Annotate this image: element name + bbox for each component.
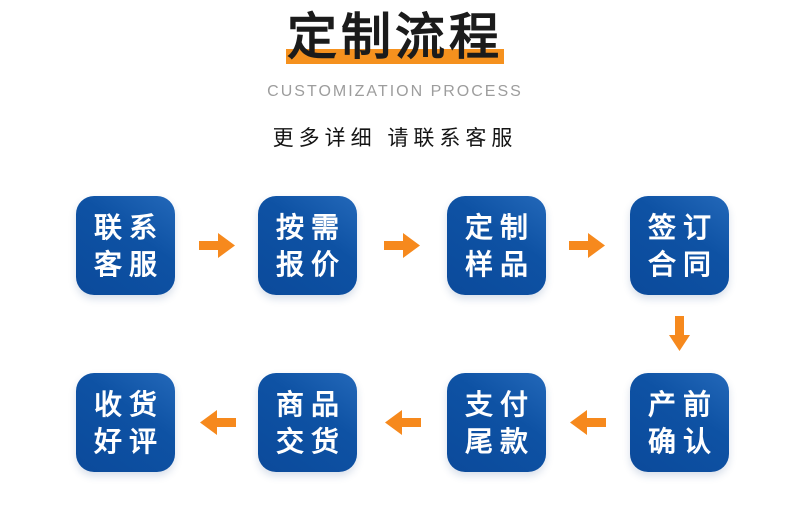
step-label-line: 确认 xyxy=(647,425,718,457)
step-contact-service: 联系 客服 xyxy=(76,196,175,295)
step-label-line: 交货 xyxy=(275,425,346,457)
step-label-line: 签订 xyxy=(647,211,718,243)
step-label-line: 样品 xyxy=(464,248,535,280)
arrow-left-icon xyxy=(200,410,236,435)
title-wrap: 定制流程 xyxy=(283,8,507,66)
step-label-line: 联系 xyxy=(93,211,164,243)
step-label-line: 收货 xyxy=(93,388,164,420)
step-label-line: 尾款 xyxy=(464,425,535,457)
page-title: 定制流程 xyxy=(0,8,790,66)
title-highlight-bar xyxy=(286,49,504,64)
step-label-line: 客服 xyxy=(93,248,164,280)
arrow-right-icon xyxy=(384,233,420,258)
step-label-line: 好评 xyxy=(93,425,164,457)
step-preproduction-confirm: 产前 确认 xyxy=(630,373,729,472)
step-label-line: 商品 xyxy=(275,388,346,420)
arrow-down-icon xyxy=(669,316,690,351)
step-goods-delivery: 商品 交货 xyxy=(258,373,357,472)
step-label-line: 定制 xyxy=(464,211,535,243)
arrow-left-icon xyxy=(570,410,606,435)
step-label-line: 报价 xyxy=(275,248,346,280)
step-label-line: 产前 xyxy=(647,388,718,420)
arrow-right-icon xyxy=(569,233,605,258)
step-label-line: 按需 xyxy=(275,211,346,243)
contact-note: 更多详细 请联系客服 xyxy=(272,127,518,150)
step-quote-on-demand: 按需 报价 xyxy=(258,196,357,295)
arrow-left-icon xyxy=(385,410,421,435)
step-custom-sample: 定制 样品 xyxy=(447,196,546,295)
step-pay-balance: 支付 尾款 xyxy=(447,373,546,472)
step-label-line: 合同 xyxy=(647,248,718,280)
step-receive-review: 收货 好评 xyxy=(76,373,175,472)
step-label-line: 支付 xyxy=(464,388,535,420)
arrow-right-icon xyxy=(199,233,235,258)
page-subtitle: CUSTOMIZATION PROCESS xyxy=(267,83,523,100)
page-title-text: 定制流程 xyxy=(287,9,503,65)
step-sign-contract: 签订 合同 xyxy=(630,196,729,295)
